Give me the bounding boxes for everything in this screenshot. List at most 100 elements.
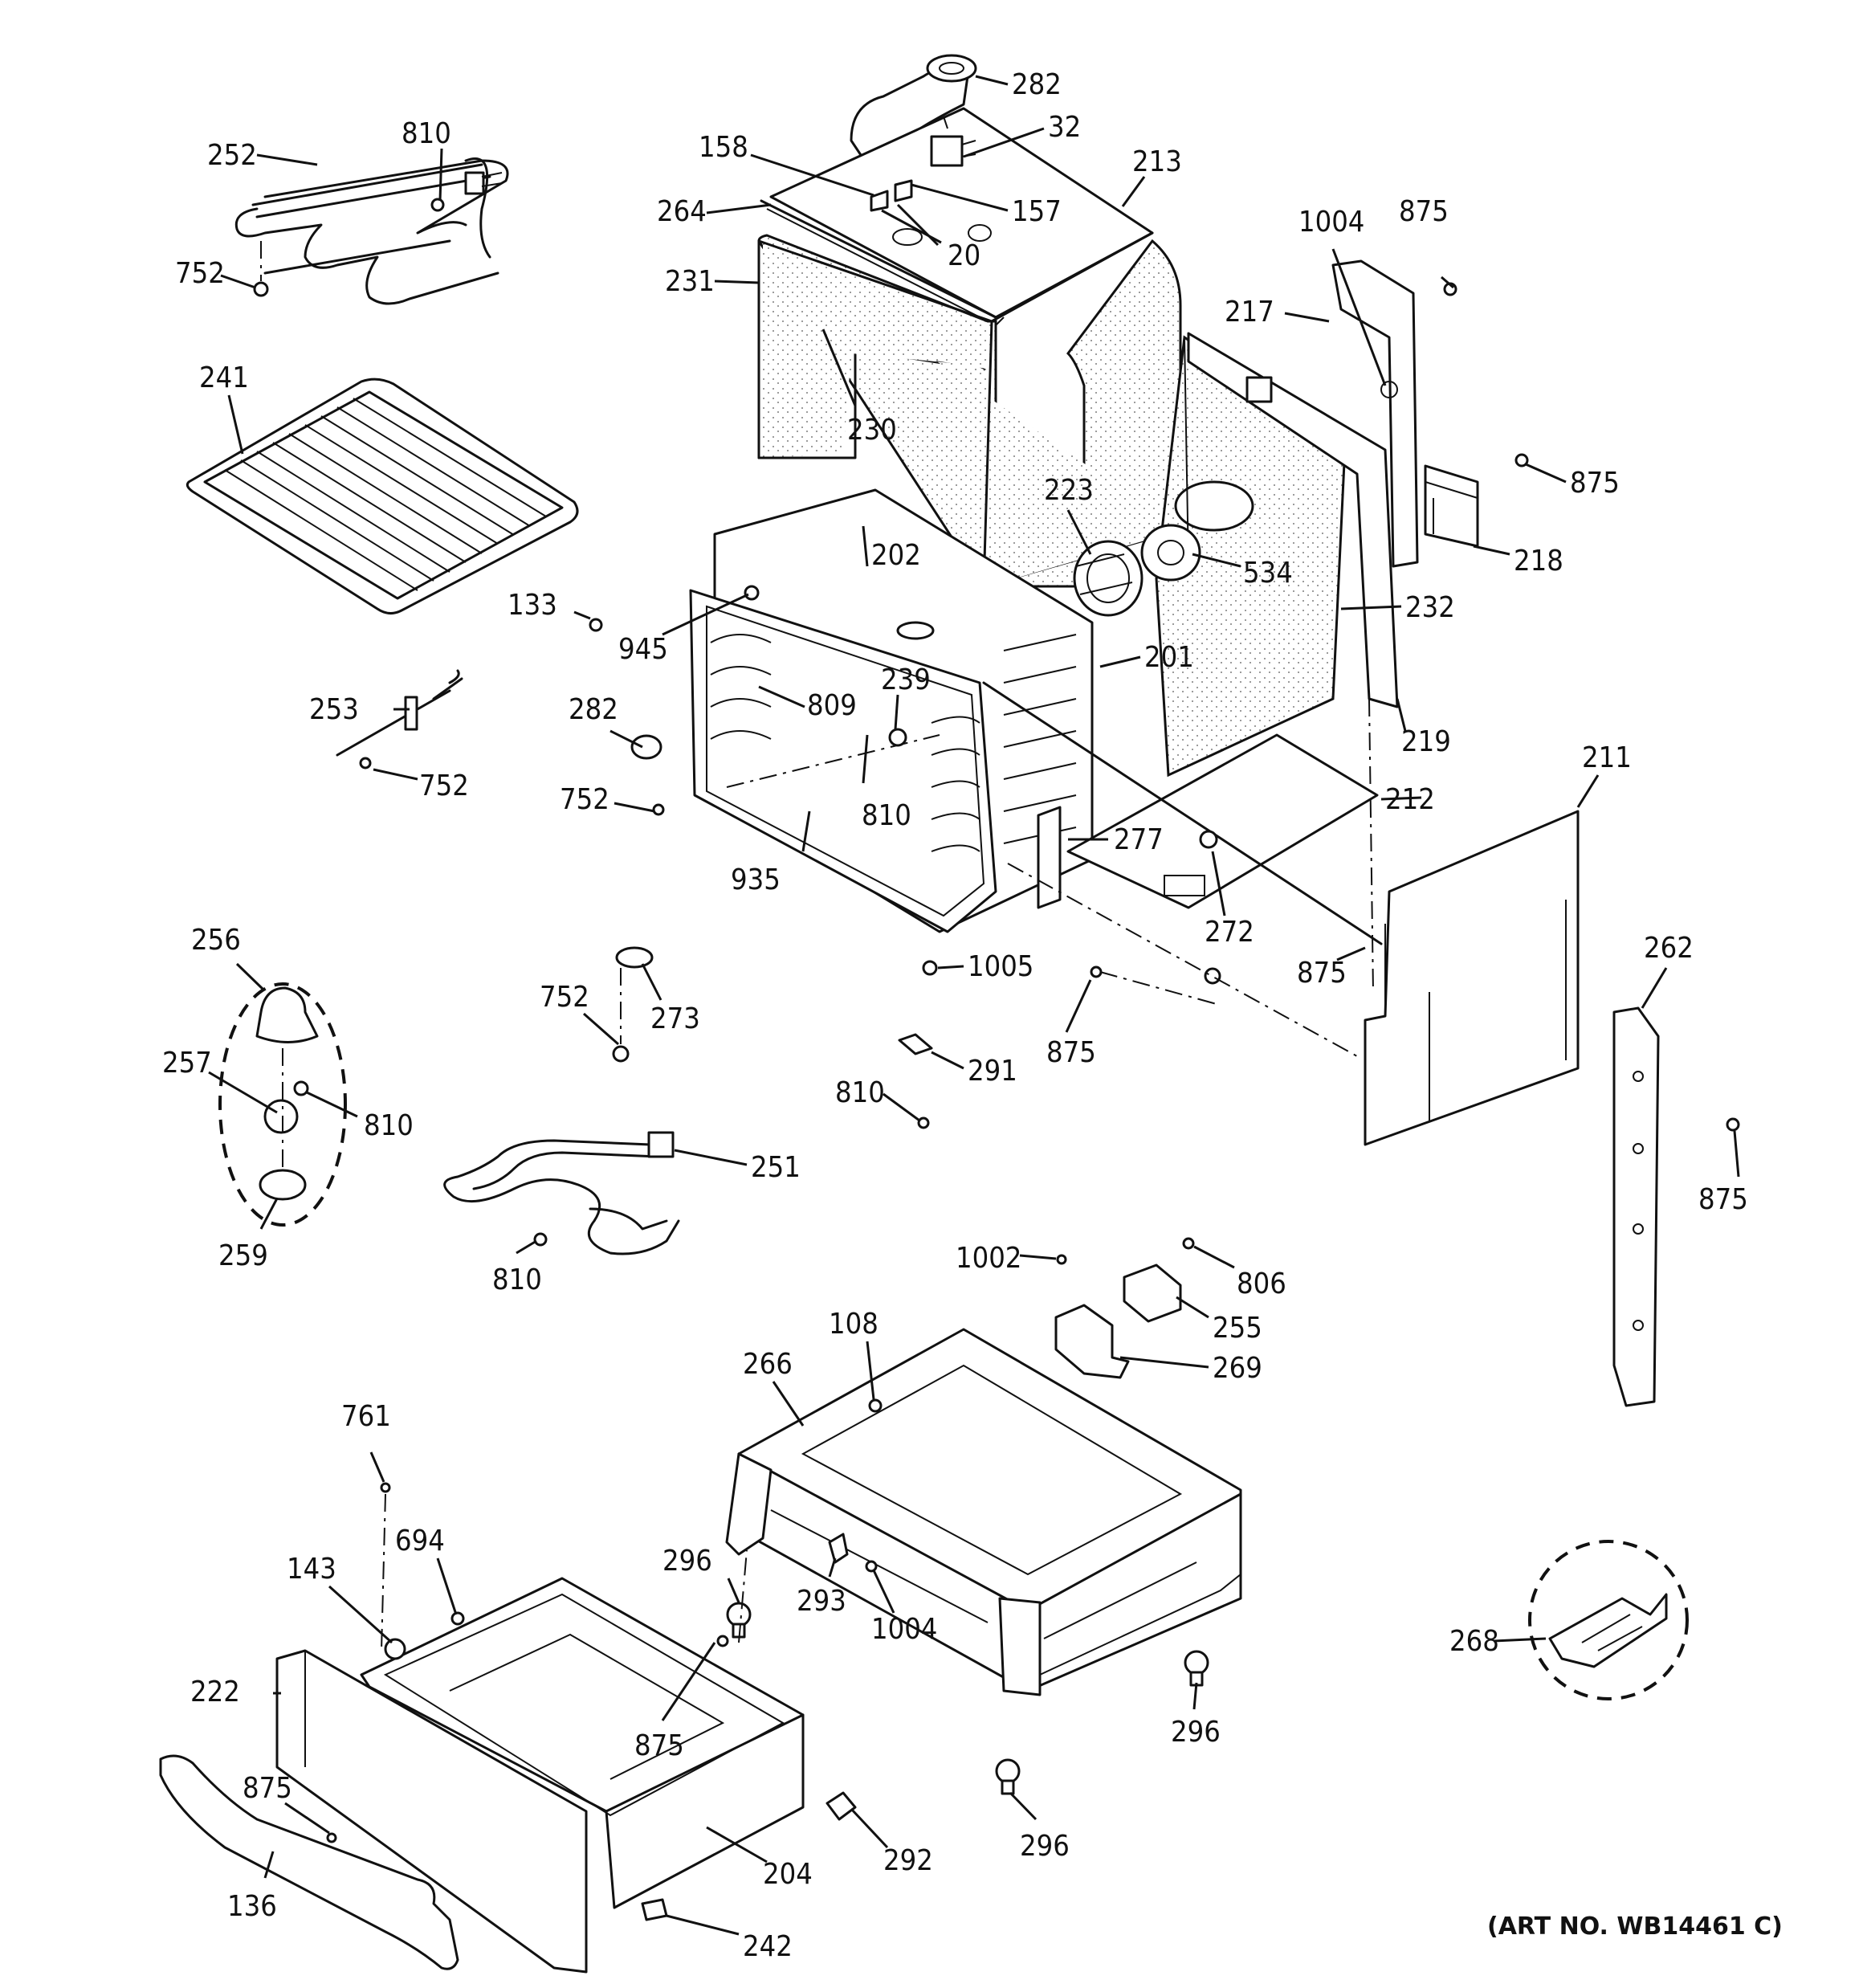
clip-293 (828, 1533, 849, 1564)
side-panel-211 (1364, 810, 1580, 1146)
storage-drawer-204 (360, 1577, 805, 1909)
label-232: 232 (1405, 591, 1455, 624)
label-268: 268 (1449, 1625, 1499, 1658)
drawer-front-222 (275, 1649, 588, 1974)
screw-1002 (1056, 1254, 1067, 1265)
label-1004: 1004 (871, 1613, 937, 1646)
label-136: 136 (227, 1890, 277, 1923)
label-282: 282 (1012, 68, 1062, 101)
label-218: 218 (1514, 545, 1563, 578)
label-211: 211 (1582, 741, 1632, 774)
label-752: 752 (419, 769, 469, 802)
screw-806 (1182, 1237, 1195, 1250)
broil-element-252 (234, 157, 509, 305)
label-255: 255 (1213, 1312, 1262, 1345)
label-752: 752 (175, 257, 225, 290)
slide-292 (826, 1791, 857, 1821)
screw-752-c (652, 803, 665, 816)
screw-143 (384, 1638, 406, 1660)
label-272: 272 (1205, 916, 1254, 949)
label-277: 277 (1114, 823, 1164, 856)
label-213: 213 (1132, 145, 1182, 178)
label-266: 266 (743, 1348, 793, 1381)
terminal-block-255 (1123, 1263, 1182, 1323)
label-158: 158 (699, 131, 748, 164)
label-204: 204 (763, 1858, 813, 1891)
label-875: 875 (1698, 1183, 1748, 1216)
detail-268 (1528, 1540, 1689, 1700)
sensor-253 (336, 669, 463, 769)
label-242: 242 (743, 1930, 793, 1963)
label-259: 259 (218, 1239, 268, 1272)
label-32: 32 (1048, 111, 1081, 144)
label-296: 296 (1171, 1716, 1221, 1749)
label-273: 273 (650, 1002, 700, 1035)
label-752: 752 (540, 981, 589, 1014)
label-282: 282 (569, 693, 618, 726)
leveler-296-c (995, 1758, 1021, 1795)
bracket-218 (1424, 464, 1479, 548)
clip-242 (641, 1898, 668, 1921)
label-252: 252 (207, 139, 257, 172)
label-269: 269 (1213, 1352, 1262, 1385)
screws-875-rear (1443, 282, 1529, 467)
clip-291 (898, 1033, 933, 1055)
screw-875-side (1726, 1117, 1740, 1132)
label-1005: 1005 (968, 950, 1033, 983)
bake-element-251 (443, 1131, 680, 1255)
label-262: 262 (1644, 932, 1694, 965)
label-256: 256 (191, 924, 241, 957)
oven-wrapper-231 (757, 231, 1182, 588)
label-810: 810 (862, 799, 911, 832)
label-291: 291 (968, 1055, 1017, 1088)
bracket-282-b (630, 734, 662, 760)
label-217: 217 (1225, 296, 1274, 329)
leveler-296-b (1184, 1650, 1209, 1687)
screw-1004-b (865, 1560, 878, 1573)
label-143: 143 (287, 1553, 336, 1586)
rod-272 (982, 681, 1383, 985)
label-806: 806 (1237, 1268, 1286, 1300)
label-810: 810 (835, 1076, 885, 1109)
label-202: 202 (871, 539, 921, 572)
art-number: (ART NO. WB14461 C) (1487, 1912, 1783, 1941)
parts-157-158 (870, 179, 913, 212)
leader-lines (208, 75, 1740, 1936)
leveler-296-a (726, 1602, 752, 1639)
label-945: 945 (618, 633, 668, 666)
label-875: 875 (1570, 467, 1620, 500)
label-935: 935 (731, 863, 781, 896)
label-212: 212 (1385, 783, 1435, 816)
bottom-panel-212 (1066, 733, 1379, 909)
part-labels: 282 32 810 252 158 213 264 157 20 875 10… (162, 68, 1748, 1963)
label-239: 239 (881, 663, 931, 696)
label-810: 810 (364, 1109, 414, 1142)
screw-875-c (1090, 965, 1103, 978)
label-752: 752 (560, 783, 609, 816)
hinge-bracket-277 (1037, 806, 1062, 909)
part-273 (615, 946, 654, 969)
label-231: 231 (665, 265, 715, 298)
light-assembly-256 (218, 982, 347, 1227)
back-cover-219 (1187, 332, 1399, 993)
label-223: 223 (1044, 474, 1094, 507)
label-296: 296 (1020, 1830, 1070, 1863)
label-694: 694 (395, 1525, 445, 1557)
label-292: 292 (883, 1844, 933, 1877)
screw-875-g (326, 1832, 337, 1843)
trim-262 (1612, 1006, 1660, 1407)
label-810: 810 (492, 1263, 542, 1296)
screw-752-a (253, 241, 269, 297)
drawer-support-266 (725, 1328, 1242, 1696)
rear-bracket-217 (1331, 259, 1419, 568)
label-133: 133 (508, 589, 557, 622)
label-296: 296 (662, 1545, 712, 1578)
label-253: 253 (309, 693, 359, 726)
label-875: 875 (1297, 957, 1347, 990)
screw-752-d (612, 968, 630, 1063)
label-1002: 1002 (956, 1242, 1021, 1275)
label-241: 241 (199, 361, 249, 394)
label-264: 264 (657, 195, 707, 228)
fastener-133 (589, 618, 603, 632)
label-875: 875 (243, 1772, 292, 1805)
